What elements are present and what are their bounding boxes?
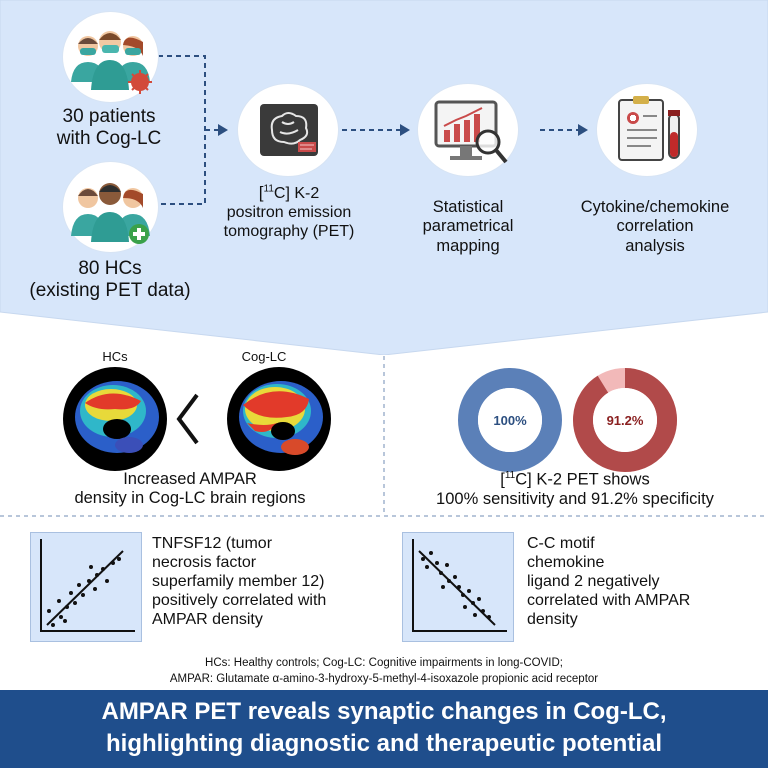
- hc-brain-scan: [63, 367, 167, 471]
- sensitivity-donut: [458, 368, 562, 472]
- accuracy-donuts: 100% 91.2%: [458, 368, 677, 472]
- cytokine-label: Cytokine/chemokine correlation analysis: [580, 198, 730, 255]
- coglc-brain-scan: [227, 367, 331, 471]
- less-than-symbol: [176, 393, 199, 445]
- abbreviations-line-1: HCs: Healthy controls; Cog-LC: Cognitive…: [205, 657, 563, 669]
- clipboard-blood-tube-icon: [597, 84, 697, 176]
- brain-pet-images: [63, 367, 331, 471]
- accuracy-caption: [11C] K-2 PET shows 100% sensitivity and…: [436, 470, 714, 508]
- controls-label: 80 HCs (existing PET data): [29, 258, 191, 302]
- negative-correlation-text: C-C motif chemokine ligand 2 negatively …: [527, 535, 691, 628]
- abbreviations-line-2: AMPAR: Glutamate α-amino-3-hydroxy-5-met…: [169, 673, 599, 685]
- ampar-caption: Increased AMPAR density in Cog-LC brain …: [74, 470, 306, 508]
- footer-title-line-1: AMPAR PET reveals synaptic changes in Co…: [101, 698, 667, 725]
- controls-icon: [63, 162, 158, 252]
- plus-icon: [129, 224, 149, 244]
- specificity-donut: [573, 368, 677, 472]
- positive-correlation-plot: [30, 532, 142, 642]
- footer-banner: AMPAR PET reveals synaptic changes in Co…: [0, 690, 768, 768]
- negative-correlation-plot: [402, 532, 514, 642]
- patients-icon: [63, 12, 158, 102]
- specificity-value: 91.2%: [607, 413, 644, 428]
- pet-label: [11C] K-2 positron emission tomography (…: [223, 183, 355, 240]
- arrow-head-icon: [218, 124, 228, 136]
- sensitivity-value: 100%: [493, 413, 527, 428]
- virus-icon: [128, 70, 152, 94]
- arrow-head-icon: [578, 124, 588, 136]
- divider-lines: [0, 356, 768, 517]
- spm-label: Statistical parametrical mapping: [422, 198, 514, 255]
- positive-correlation-text: TNFSF12 (tumor necrosis factor superfami…: [152, 535, 327, 628]
- workflow-arrows: [158, 55, 588, 205]
- pet-scan-icon: [238, 84, 338, 176]
- arrow-head-icon: [400, 124, 410, 136]
- magnifier-icon: [475, 129, 508, 164]
- patients-label: 30 patients with Cog-LC: [56, 106, 162, 150]
- brain-icon: [270, 112, 309, 145]
- hc-label: HCs: [102, 349, 128, 364]
- footer-title-line-2: highlighting diagnostic and therapeutic …: [106, 730, 662, 757]
- coglc-label: Cog-LC: [241, 349, 287, 364]
- workflow-background: [0, 0, 768, 355]
- statistics-monitor-icon: [418, 84, 518, 176]
